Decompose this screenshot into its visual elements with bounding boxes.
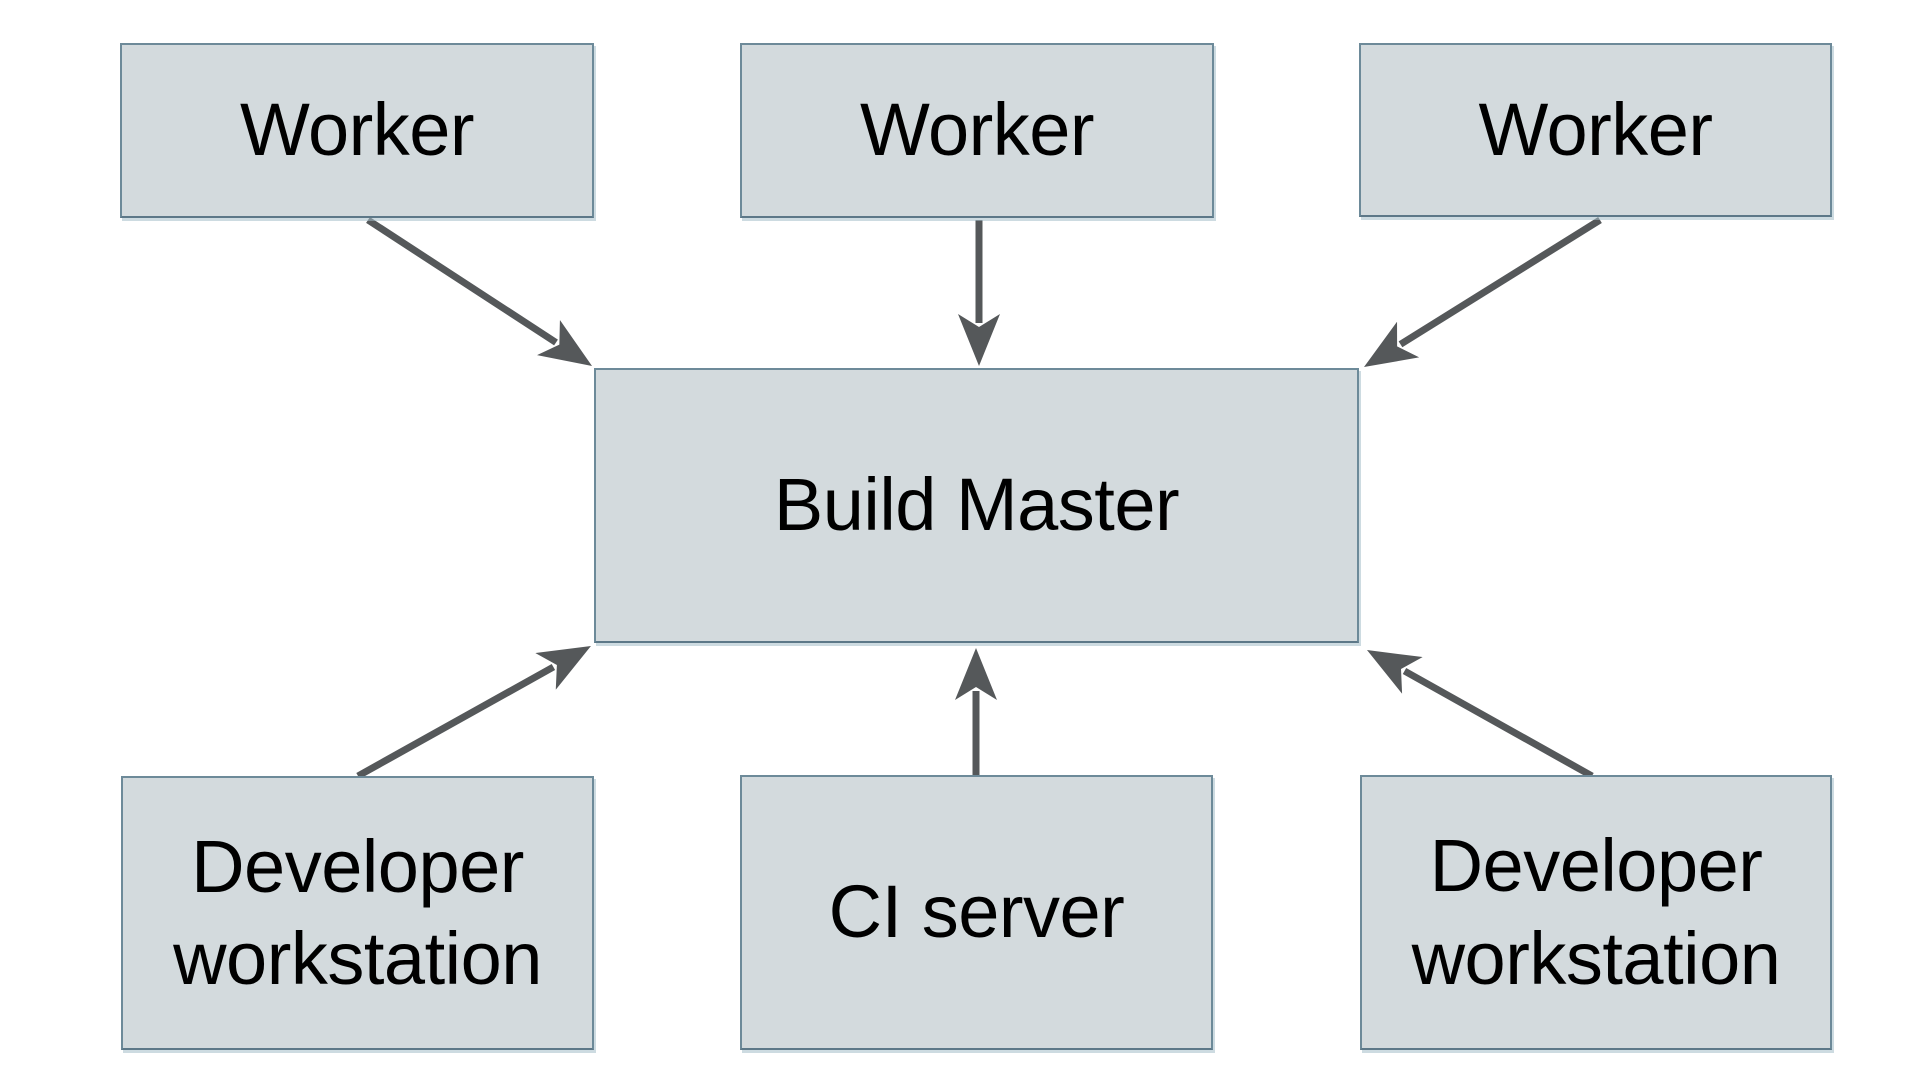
node-ci-server-label: CI server: [828, 870, 1125, 954]
node-developer-workstation-right-label: Developer workstation: [1411, 824, 1781, 1000]
node-developer-workstation-left: Developer workstation: [121, 776, 594, 1050]
node-ci-server: CI server: [740, 775, 1213, 1050]
node-build-master-label: Build Master: [773, 463, 1180, 547]
arrow-worker-left-to-build-master: [366, 217, 593, 366]
node-build-master: Build Master: [594, 368, 1359, 643]
node-worker-middle-label: Worker: [859, 88, 1095, 172]
node-developer-workstation-left-label: Developer workstation: [173, 824, 542, 1001]
node-worker-left: Worker: [120, 43, 594, 218]
arrow-worker-right-to-build-master: [1364, 217, 1602, 368]
arrow-dev-right-to-build-master: [1366, 649, 1594, 780]
node-worker-left-label: Worker: [239, 88, 475, 172]
arrow-dev-left-to-build-master: [356, 646, 591, 780]
node-worker-right-label: Worker: [1478, 87, 1713, 171]
node-worker-middle: Worker: [740, 43, 1214, 218]
node-developer-workstation-right: Developer workstation: [1360, 775, 1832, 1050]
node-worker-right: Worker: [1359, 43, 1832, 217]
